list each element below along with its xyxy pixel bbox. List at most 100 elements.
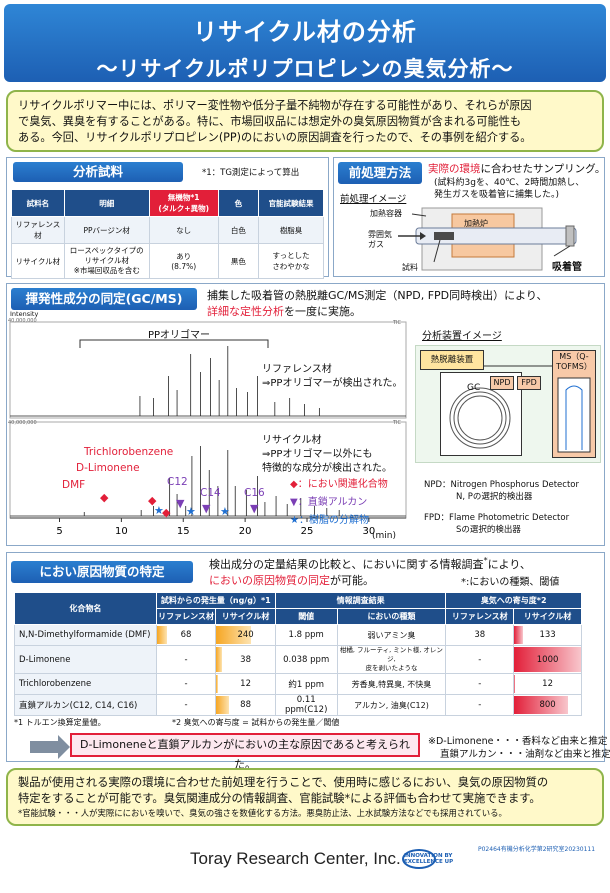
- pretreat-image-label: 前処理イメージ: [340, 194, 407, 205]
- value-bar: [216, 647, 223, 672]
- col-header: においの種類: [336, 608, 447, 625]
- table-cell: 12: [513, 673, 582, 695]
- col-header: 臭気への寄与度*2: [445, 592, 582, 609]
- intro-line: リサイクルポリマー中には、ポリマー変性物や低分子量不純物が存在する可能性があり、…: [18, 99, 532, 112]
- npd-note-detail: N, Pの選択的検出器: [456, 492, 533, 502]
- col-header: リファレンス材: [445, 608, 515, 625]
- npd-detector: NPD: [490, 376, 514, 390]
- marker-alkane: ▼: [250, 502, 259, 515]
- page-subtitle: ～リサイクルポリプロピレンの臭気分析～: [96, 57, 514, 81]
- peak-label-trichlorobenzene: Trichlorobenzene: [84, 446, 174, 458]
- result-arrow-icon: [58, 735, 70, 759]
- ms-label: MS（Q- TOFMS）: [556, 352, 592, 371]
- gcms-desc-highlight: 詳細な定性分析: [207, 305, 284, 318]
- tic-label: TIC: [393, 420, 402, 426]
- gcms-desc2: を一度に実施。: [284, 305, 361, 318]
- table-cell: 800: [513, 694, 582, 716]
- table-cell: 直鎖アルカン(C12, C14, C16): [14, 694, 157, 716]
- table-cell: 240: [215, 624, 276, 646]
- table-cell: -: [445, 673, 515, 695]
- odor-table: 化合物名 試料からの発生量（ng/g）*1 情報調査結果 臭気への寄与度*2 リ…: [14, 592, 582, 716]
- ref-label-detail: ⇒PPオリゴマーが検出された。: [262, 378, 403, 389]
- leader-line: [411, 213, 427, 217]
- x-tick-label: 5: [56, 526, 62, 537]
- marker-odor: ◆: [148, 494, 157, 507]
- footer: Toray Research Center, Inc. INNOVATION B…: [0, 833, 610, 893]
- x-tick-label: 10: [115, 526, 128, 537]
- marker-odor: ◆: [100, 491, 109, 504]
- table-cell: 88: [215, 694, 276, 716]
- pretreat-section: 前処理方法 実際の環境に合わせたサンプリング。 (試料約3gを、40℃、2時間加…: [333, 157, 605, 277]
- pretreat-desc: に合わせたサンプリング。: [480, 163, 606, 175]
- table-cell: 1000: [513, 645, 582, 674]
- conclusion-note: *官能試験・・・人が実際ににおいを嗅いで、臭気の強さを数値化する方法。悪臭防止法…: [18, 808, 507, 818]
- table-cell: なし: [148, 216, 219, 244]
- rec-peaks: [10, 446, 406, 517]
- table-cell: -: [445, 694, 515, 716]
- footnote-2: *2 臭気への寄与度 = 試料からの発生量／閾値: [172, 718, 340, 727]
- table-cell: 133: [513, 624, 582, 646]
- document-code: P02464有機分析化学第2研究室20230111: [478, 846, 596, 853]
- npd-note: NPD：Nitrogen Phosphorus Detector: [424, 480, 579, 490]
- gcms-desc1: 捕集した吸着管の熱脱離GC/MS測定（NPD, FPD同時検出）により、: [207, 289, 548, 302]
- table-cell: N,N-Dimethylformamide (DMF): [14, 624, 157, 646]
- footnote-1: *1 トルエン換算定量値。: [14, 718, 106, 727]
- table-cell: Trichlorobenzene: [14, 673, 157, 695]
- intro-line: で臭気、異臭を有することがある。特に、市場回収品には想定外の臭気原因物質が含まれ…: [18, 115, 522, 128]
- table-cell: 芳香臭,特異臭, 不快臭: [336, 673, 447, 695]
- adsorption-tube: [565, 225, 575, 247]
- marker-resin: ★: [186, 505, 196, 518]
- col-header: リファレンス材: [155, 608, 217, 625]
- samples-table: 試料名 明細 無機物*1 (タルク+異物) 色 官能試験結果 リファレンス材 P…: [11, 189, 324, 279]
- table-cell: 白色: [217, 216, 260, 244]
- col-header: リサイクル材: [215, 608, 276, 625]
- page-title: リサイクル材の分析: [193, 18, 417, 46]
- tic-label: TIC: [393, 320, 402, 326]
- odor-desc-note: *:においの種類、閾値: [461, 577, 560, 588]
- page-header: リサイクル材の分析 ～リサイクルポリプロピレンの臭気分析～: [4, 4, 606, 82]
- table-cell: -: [155, 673, 217, 695]
- pretreat-desc2: (試料約3gを、40℃、2時間加熱し、: [434, 178, 585, 188]
- gc-column: [449, 387, 511, 449]
- col-header: 閾値: [274, 608, 338, 625]
- chromatogram-rec-frame: [9, 421, 407, 519]
- table-row: リサイクル材 ロースペックタイプの リサイクル材 ※市場回収品を含む あり (8…: [11, 243, 324, 279]
- value-bar: [514, 675, 516, 693]
- company-name: Toray Research Center, Inc.: [190, 849, 401, 868]
- intro-box: リサイクルポリマー中には、ポリマー変性物や低分子量不純物が存在する可能性があり、…: [6, 90, 604, 152]
- peak-label-c16: C16: [244, 487, 265, 499]
- col-header: 色: [217, 189, 260, 217]
- peak-label-c14: C14: [200, 487, 221, 499]
- gas-arrow-head: [420, 232, 426, 240]
- table-cell: 1.8 ppm: [274, 624, 338, 646]
- table-cell: アルカン, 油臭(C12): [336, 694, 447, 716]
- value-bar: [514, 626, 523, 644]
- sample-label: 試料: [402, 263, 418, 272]
- table-cell: リサイクル材: [11, 243, 65, 279]
- samples-note: *1：TG測定によって算出: [202, 168, 300, 178]
- peak-label-dmf: DMF: [62, 479, 86, 491]
- rec-label: リサイクル材: [262, 435, 322, 446]
- col-header: 試料名: [11, 189, 65, 217]
- marker-alkane: ▼: [176, 497, 185, 510]
- table-cell: 樹脂臭: [258, 216, 324, 244]
- device-label: 分析装置イメージ: [422, 331, 502, 342]
- x-tick-label: 30: [363, 526, 376, 537]
- table-cell: リファレンス材: [11, 216, 65, 244]
- odor-title: におい原因物質の特定: [11, 561, 193, 583]
- aside-limonene: ※D-Limonene・・・香料など由来と推定: [428, 736, 608, 747]
- col-header: 無機物*1 (タルク+異物): [148, 189, 219, 217]
- ymax-ref: 40,000,000: [8, 318, 37, 324]
- col-header: リサイクル材: [513, 608, 582, 625]
- table-cell: 68: [155, 624, 217, 646]
- value-bar: [216, 675, 219, 693]
- marker-odor: ◆: [162, 506, 171, 519]
- table-row: リファレンス材 PPバージン材 なし 白色 樹脂臭: [11, 216, 324, 244]
- ref-peaks: [10, 346, 406, 417]
- company-logo-icon: [402, 849, 436, 869]
- table-cell: PPバージン材: [63, 216, 150, 244]
- tube-label: 吸着管: [552, 262, 582, 273]
- gas-label: 雰囲気 ガス: [368, 230, 392, 249]
